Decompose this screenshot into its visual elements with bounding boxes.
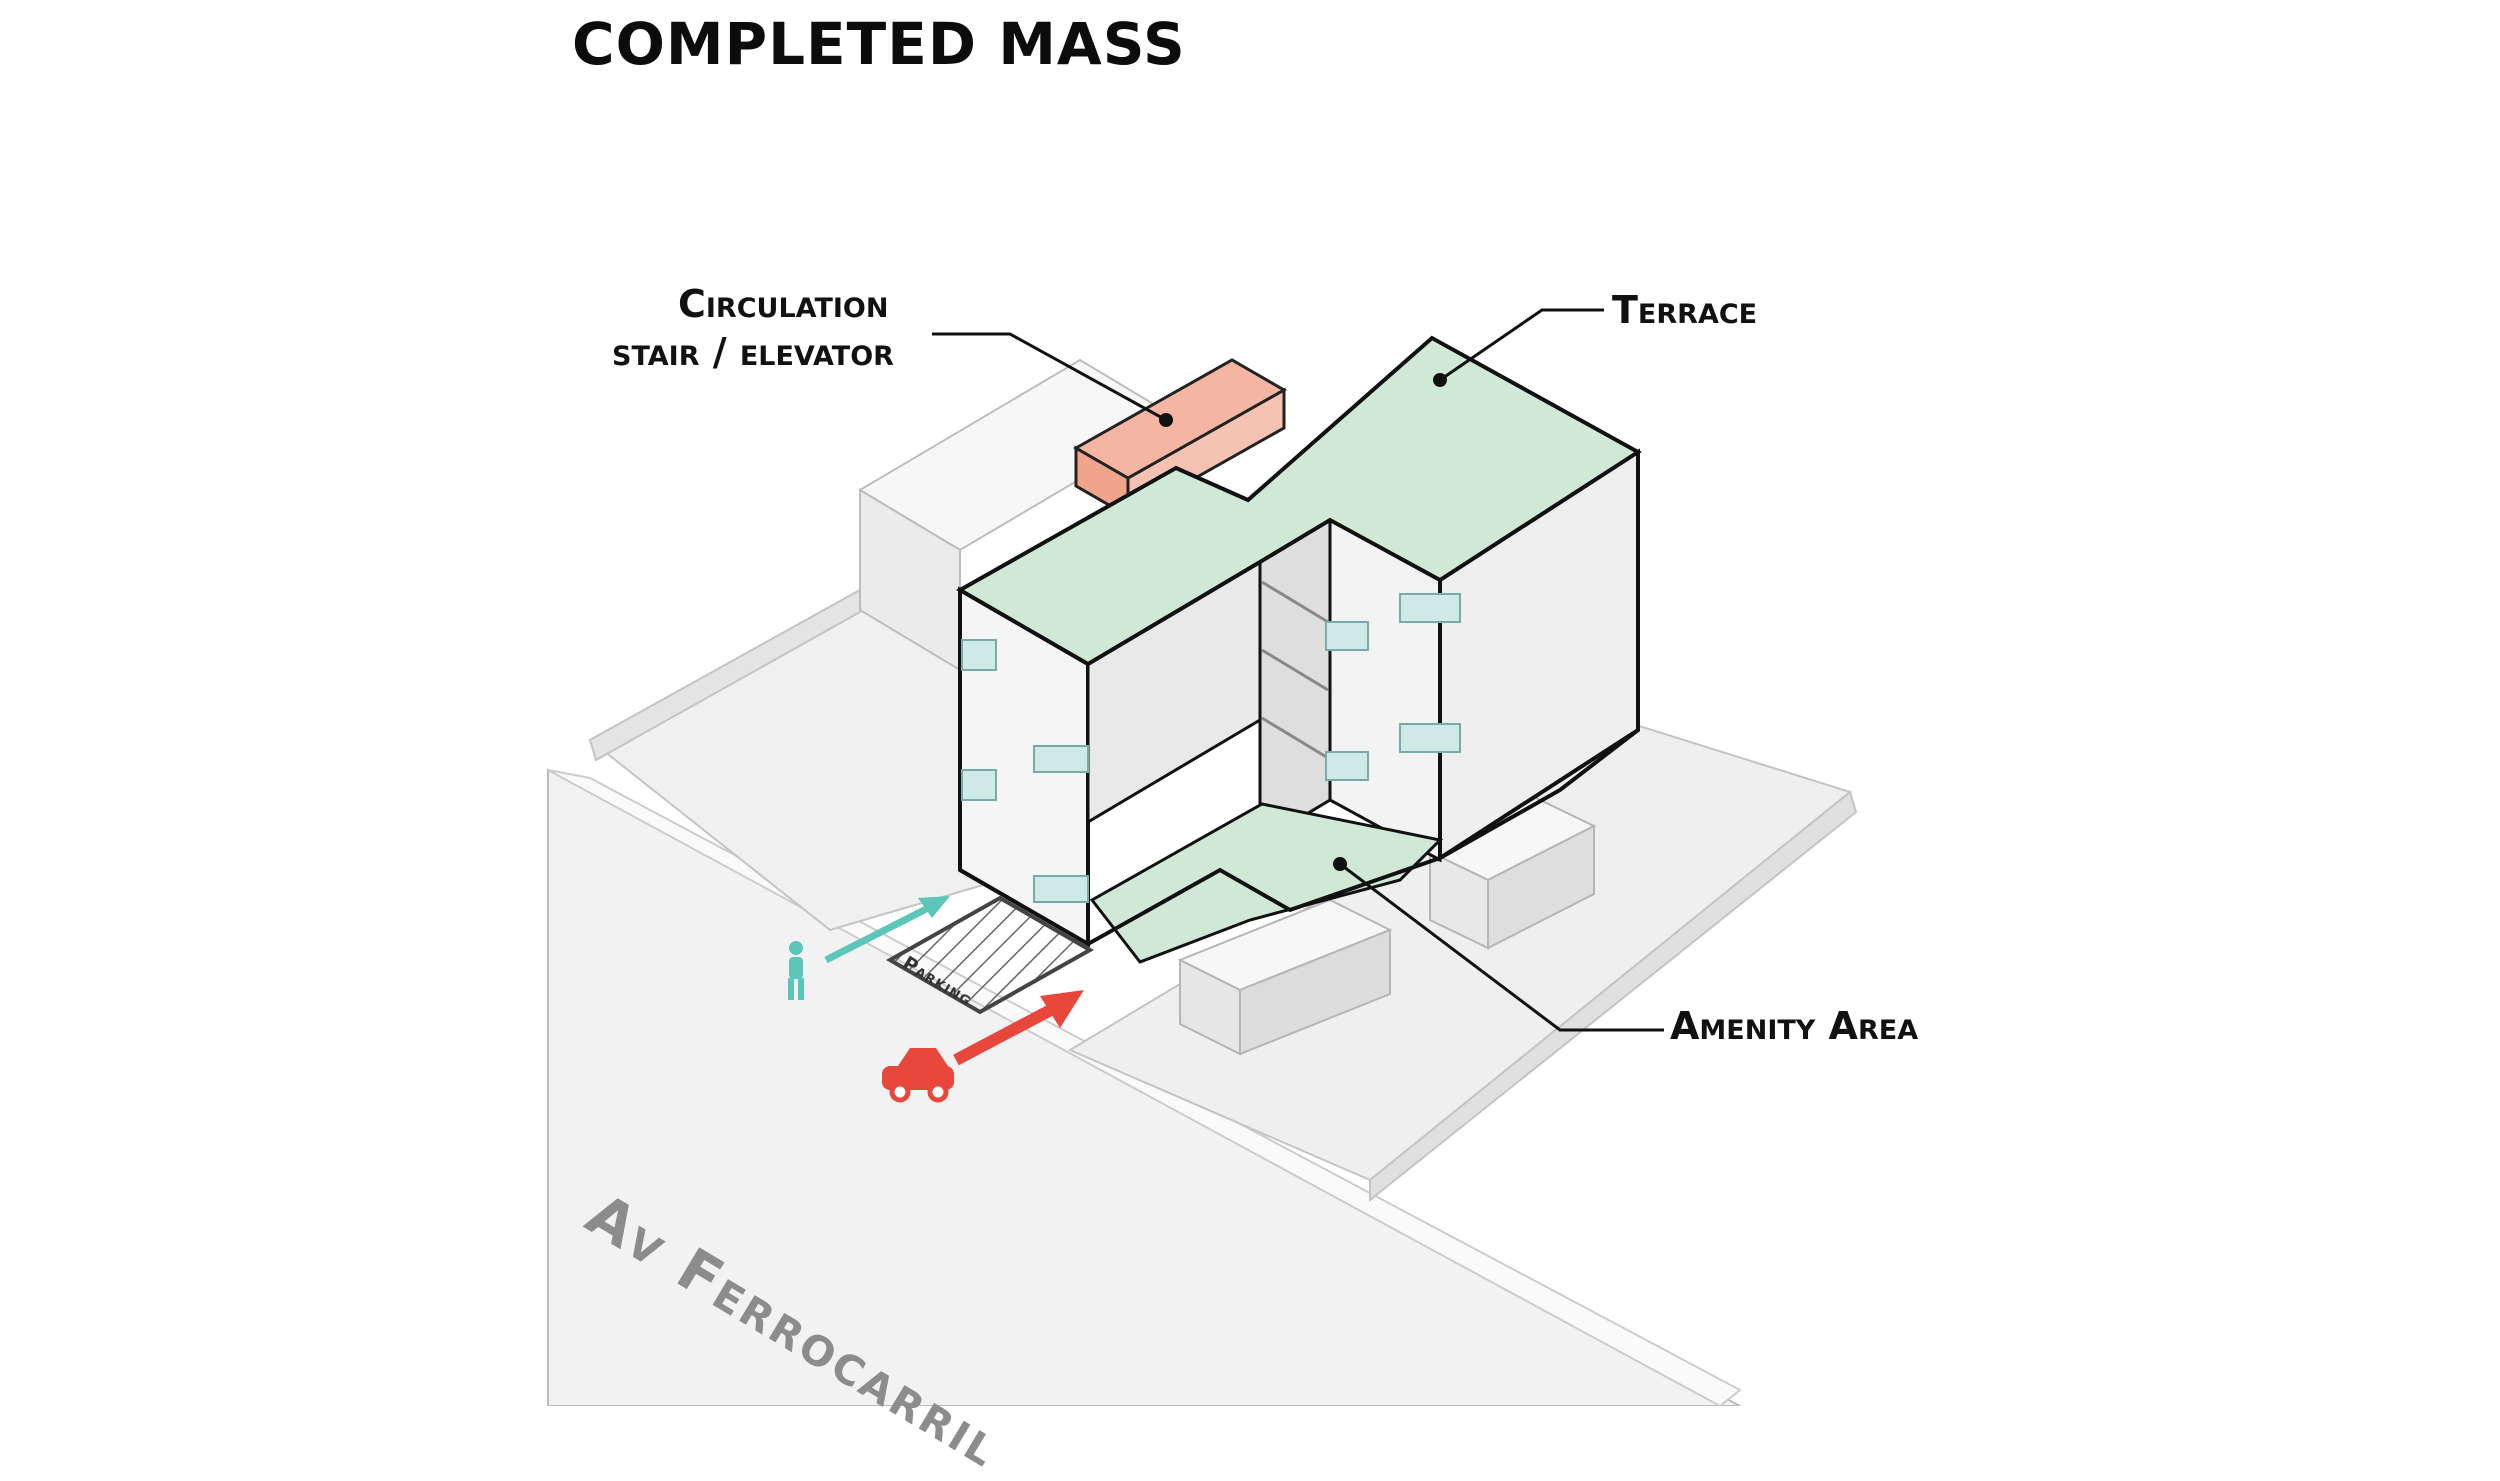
balcony-glass <box>1399 593 1461 623</box>
leader-dot <box>1433 373 1447 387</box>
neighbor-block-right-side <box>1487 824 1595 950</box>
leader-dot <box>1159 413 1173 427</box>
sidewalk <box>547 769 1742 1408</box>
pedestrian-icon <box>788 941 804 1000</box>
slab-line <box>1261 716 1329 760</box>
courtyard-inner-wall <box>1258 517 1332 845</box>
balcony-glass <box>1325 751 1369 781</box>
building-base-outline <box>958 728 1640 947</box>
slab-line <box>1261 580 1329 624</box>
balcony-glass <box>1399 723 1461 753</box>
circulation-label: Circulation <box>678 282 889 326</box>
neighbor-block-street-side <box>1239 928 1391 1056</box>
balcony-glass <box>1325 621 1369 651</box>
circulation-sublabel: stair / elevator <box>612 330 894 374</box>
pedestrian-arrow-head <box>918 896 950 918</box>
car-arrow <box>953 998 1065 1066</box>
leader-amenity <box>1339 862 1664 1032</box>
car-arrow-head <box>1040 990 1084 1028</box>
terrace-roof <box>955 335 1642 667</box>
site-wall-left <box>588 588 861 762</box>
terrace-label: Terrace <box>1612 288 1758 332</box>
parking-spot <box>885 895 1095 1015</box>
leader-terrace <box>1439 308 1604 382</box>
circulation-core-top <box>1072 358 1288 480</box>
diagram-canvas: COMPLETED MASS Circulation stair / eleva… <box>547 10 1919 1481</box>
balcony-glass <box>1033 745 1089 773</box>
amenity-label: Amenity Area <box>1670 1004 1919 1048</box>
site-wall-right <box>1369 790 1858 1203</box>
balcony-glass <box>1033 875 1089 903</box>
amenity-area <box>1089 802 1444 964</box>
leader-dot <box>1333 857 1347 871</box>
slab-line <box>1261 648 1329 692</box>
balcony-glass <box>961 639 997 671</box>
pedestrian-arrow <box>824 898 942 964</box>
axonometric-drawing <box>547 308 1858 1408</box>
balcony-glass <box>961 769 997 801</box>
car-icon <box>882 1048 954 1103</box>
page-title: COMPLETED MASS <box>572 10 1186 78</box>
leader-circulation <box>932 332 1167 422</box>
